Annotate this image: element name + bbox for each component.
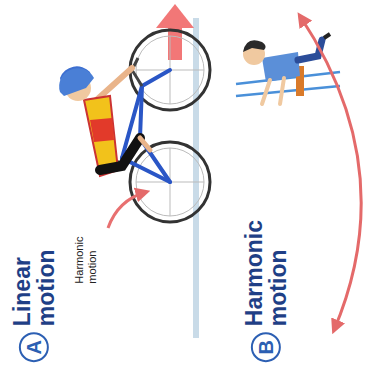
annotation-label: Harmonic motion	[73, 224, 98, 284]
section-heading: A Linear motion	[10, 234, 58, 362]
cyclist	[59, 66, 150, 176]
section-letter: B	[251, 332, 281, 362]
bicycle	[112, 30, 210, 222]
divider	[193, 18, 199, 338]
swing-arc	[300, 16, 361, 330]
section-title: Linear motion	[10, 234, 58, 326]
section-title: Harmonic motion	[242, 208, 290, 326]
section-heading: B Harmonic motion	[242, 208, 290, 362]
harmonic-arrow	[108, 192, 146, 228]
section-letter: A	[19, 332, 49, 362]
